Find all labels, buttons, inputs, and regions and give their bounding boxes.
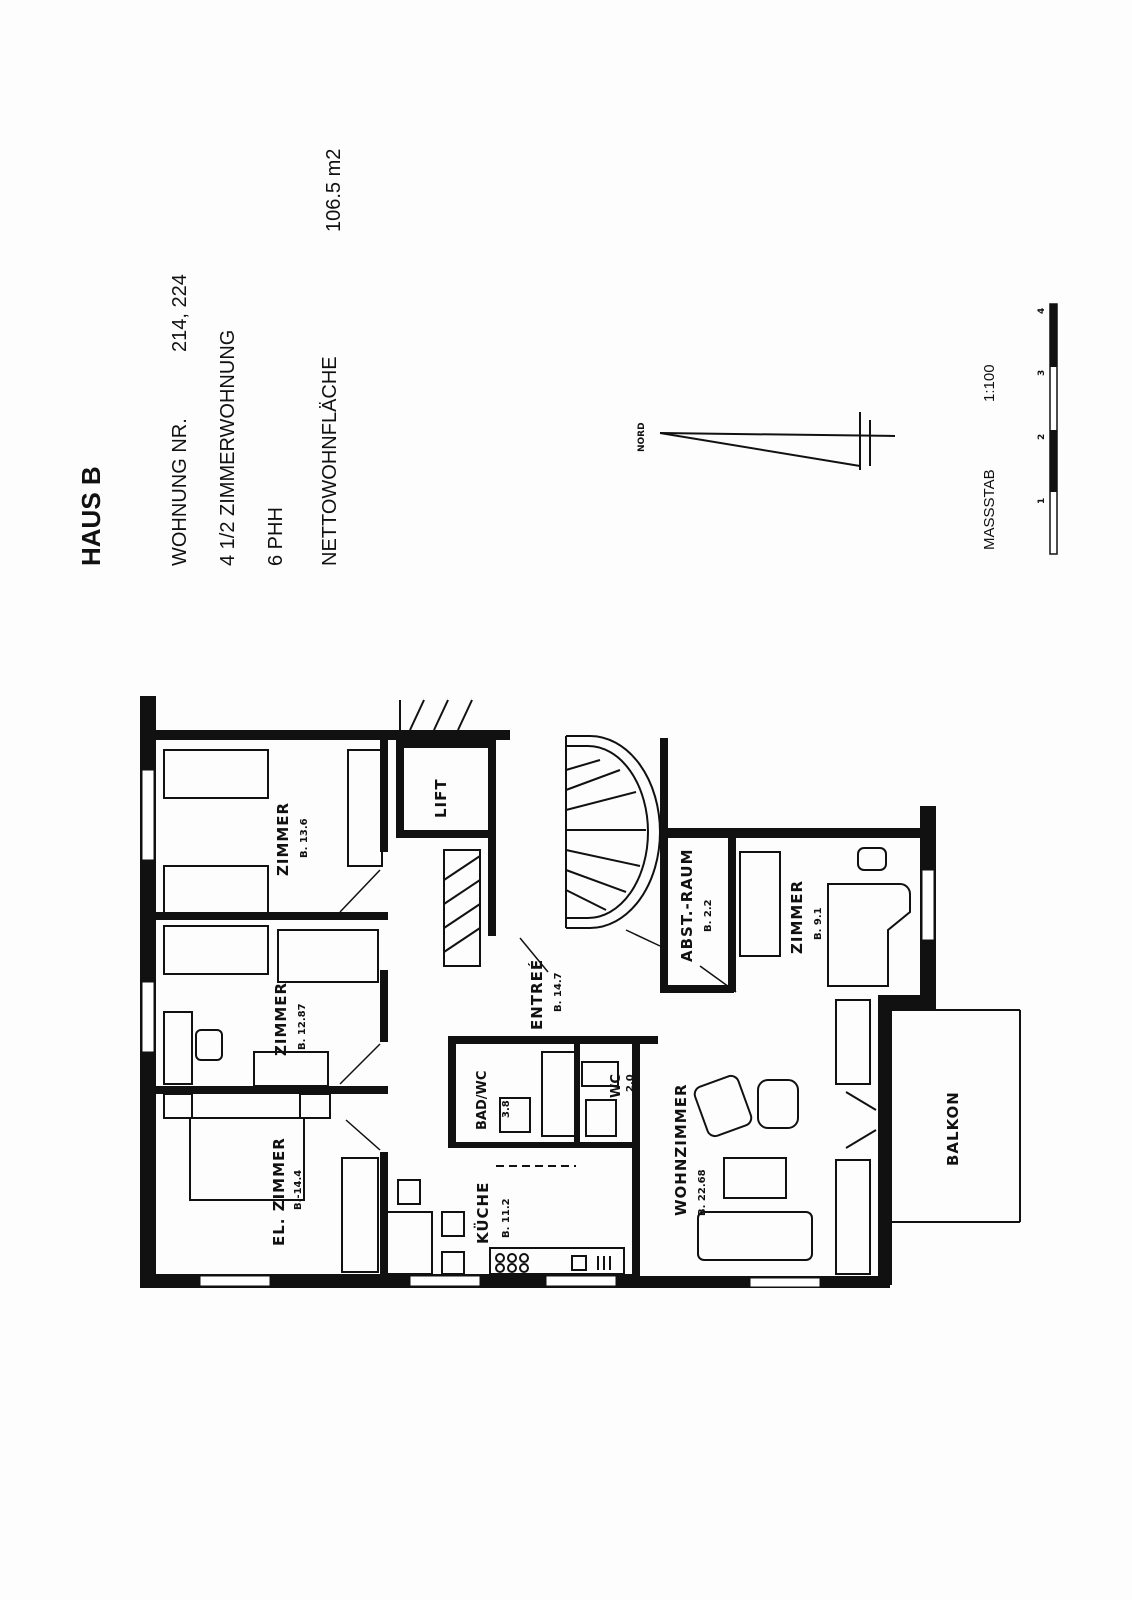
small-room-furniture (739, 847, 911, 987)
room-area-zimmer-1: B. 13.6 (299, 818, 310, 858)
room-label-wohnzimmer: WOHNZIMMER (672, 1083, 690, 1216)
room-label-balkon: BALKON (944, 1091, 962, 1166)
room-area-abst-raum: B. 2.2 (703, 899, 714, 932)
room-area-zimmer-3: B. 9.1 (813, 907, 824, 940)
room-area-bad-wc: 3.8 (501, 1100, 512, 1118)
north-arrow-icon (659, 412, 896, 470)
room-label-entree: ENTREÉ (528, 958, 546, 1030)
room-area-el-zimmer: B.-14.4 (293, 1169, 304, 1210)
room-label-zimmer-1: ZIMMER (274, 801, 292, 876)
door-swings (339, 869, 737, 1151)
room-label-wc: WC (609, 1074, 624, 1098)
room-label-zimmer-3: ZIMMER (788, 879, 806, 954)
room-label-bad-wc: BAD/WC (475, 1070, 490, 1130)
room-area-zimmer-2: B. 12.87 (297, 1003, 308, 1050)
room-label-el-zimmer: EL. ZIMMER (270, 1137, 288, 1246)
room-area-wc: 2.0 (625, 1074, 636, 1092)
balcony (892, 1009, 1021, 1223)
room-label-lift: LIFT (432, 778, 450, 818)
room-area-kueche: B. 11.2 (501, 1198, 512, 1238)
interior-walls (156, 738, 736, 1276)
beds (163, 749, 383, 1273)
windows (141, 769, 935, 1288)
room-label-kueche: KÜCHE (474, 1181, 492, 1244)
living-furniture (693, 999, 877, 1275)
bath-fixtures (499, 1051, 619, 1137)
room-area-entree: B. 14.7 (553, 972, 564, 1012)
kitchen-fixtures (385, 1165, 625, 1275)
scale-bar-icon (1049, 303, 1058, 555)
room-area-wohnzimmer: B. 22.68 (697, 1169, 708, 1216)
shaft-stairs (399, 699, 481, 967)
room-label-zimmer-2: ZIMMER (272, 981, 290, 1056)
staircase (565, 735, 661, 929)
room-label-abst-raum: ABST.-RAUM (678, 848, 696, 962)
